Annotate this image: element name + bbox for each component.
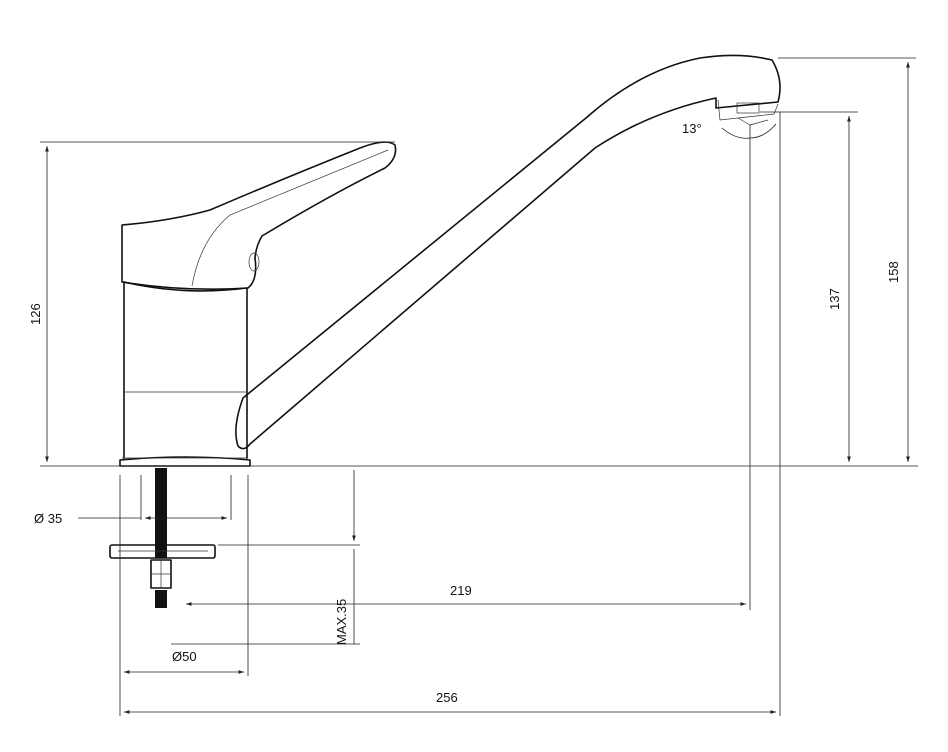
label-overall-width: 256 bbox=[436, 690, 458, 705]
label-max-deck-thickness: MAX.35 bbox=[334, 599, 349, 645]
base-ring bbox=[119, 456, 251, 467]
body-cylinder bbox=[123, 281, 248, 459]
label-spout-reach: 219 bbox=[450, 583, 472, 598]
label-lever-height: 126 bbox=[28, 303, 43, 325]
label-hole-diameter: Ø 35 bbox=[34, 511, 62, 526]
dimension-lines bbox=[45, 61, 910, 714]
lever-handle bbox=[121, 141, 397, 290]
label-outlet-height: 137 bbox=[827, 288, 842, 310]
mounting-hardware bbox=[109, 468, 216, 608]
label-total-height: 158 bbox=[886, 261, 901, 283]
faucet-body bbox=[119, 54, 781, 467]
dimension-labels: 256 219 Ø50 Ø 35 13° 126 137 158 MAX.35 bbox=[28, 121, 901, 705]
label-base-diameter: Ø50 bbox=[172, 649, 197, 664]
label-swivel-angle: 13° bbox=[682, 121, 702, 136]
threaded-rod bbox=[155, 468, 167, 558]
rod-end bbox=[155, 590, 167, 608]
spout bbox=[235, 54, 781, 450]
angle-arc bbox=[721, 123, 777, 139]
mounting-plate bbox=[109, 544, 216, 559]
aerator bbox=[736, 102, 760, 114]
reference-lines bbox=[40, 57, 918, 716]
